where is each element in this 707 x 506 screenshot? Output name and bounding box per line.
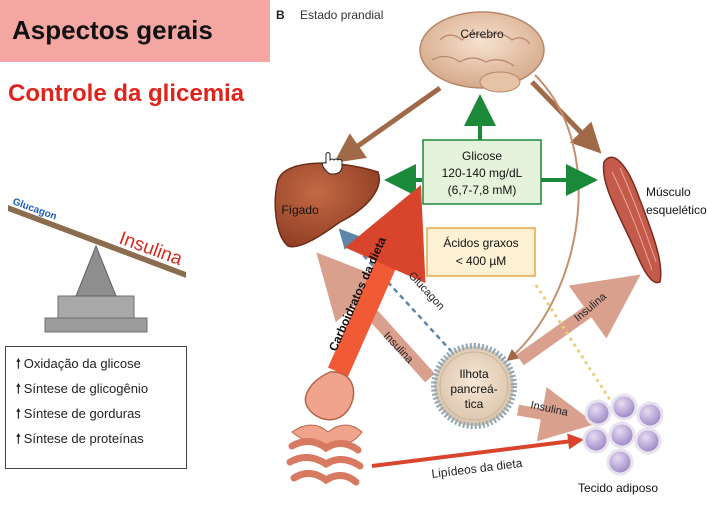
title-banner: Aspectos gerais: [0, 0, 270, 62]
arrow-dietary-carbs: [327, 184, 426, 377]
liver-label: Fígado: [281, 203, 319, 217]
adipose-label: Tecido adiposo: [578, 481, 658, 495]
fatty-acids-line2: < 400 µM: [456, 254, 507, 268]
fatty-acids-box: [426, 227, 536, 277]
adipose-tissue-illustration: [582, 393, 664, 476]
up-arrow-icon: 🠑: [16, 431, 21, 446]
brain-illustration: [419, 11, 545, 93]
pancreas-label-line2: pancreá-: [450, 382, 497, 396]
arrow-fatty-acids-to-adipose: [534, 284, 612, 401]
pancreatic-islet-illustration: [431, 343, 517, 429]
page-title: Aspectos gerais: [12, 15, 213, 45]
up-arrow-icon: 🠑: [16, 406, 21, 421]
glucose-line2: 120-140 mg/dL: [442, 166, 523, 180]
brain-label: Cérebro: [460, 27, 504, 41]
up-arrow-icon: 🠑: [16, 356, 21, 371]
glucose-box: [422, 139, 542, 205]
muscle-label-line2: esquelético: [646, 203, 707, 217]
hand-cursor-icon: [321, 152, 343, 175]
muscle-label-line1: Músculo: [646, 185, 691, 199]
arrow-dietary-lipids: [371, 433, 584, 468]
arrow-insulin-to-adipose: [517, 387, 596, 442]
pancreas-label-line3: tica: [465, 397, 484, 411]
arrow-brain-to-liver: [333, 85, 442, 163]
glucose-line1: Glicose: [462, 149, 502, 163]
arrow-brain-to-muscle: [530, 80, 602, 154]
glucose-line3: (6,7-7,8 mM): [448, 183, 517, 197]
muscle-illustration: [602, 156, 662, 284]
panel-letter: B: [276, 8, 285, 22]
list-item: 🠑Oxidação da glicose: [16, 356, 141, 371]
list-item: 🠑Síntese de gorduras: [16, 406, 141, 421]
arrow-insulin-to-liver: [316, 252, 435, 383]
page-subtitle: Controle da glicemia: [8, 80, 245, 107]
effects-list: 🠑Oxidação da glicose 🠑Síntese de glicogê…: [5, 346, 187, 469]
up-arrow-icon: 🠑: [16, 381, 21, 396]
arrow-insulin-to-muscle: [516, 274, 641, 366]
arrow-brain-to-pancreas: [506, 74, 580, 362]
pancreas-label-line1: Ilhota: [459, 367, 489, 381]
scale-beam: [8, 205, 186, 278]
panel-title: Estado prandial: [300, 8, 383, 22]
dietary-lipids-label: Lipídeos da dieta: [431, 456, 524, 481]
list-item: 🠑Síntese de glicogênio: [16, 381, 149, 396]
scale-base-top: [57, 295, 135, 319]
digestive-tract-illustration: [286, 371, 364, 486]
list-item: 🠑Síntese de proteínas: [16, 431, 144, 446]
scale-base-bottom: [44, 317, 148, 333]
balance-scale: Glucagon Insulina: [8, 196, 186, 333]
scale-fulcrum: [75, 244, 117, 297]
fatty-acids-line1: Ácidos graxos: [443, 235, 518, 250]
